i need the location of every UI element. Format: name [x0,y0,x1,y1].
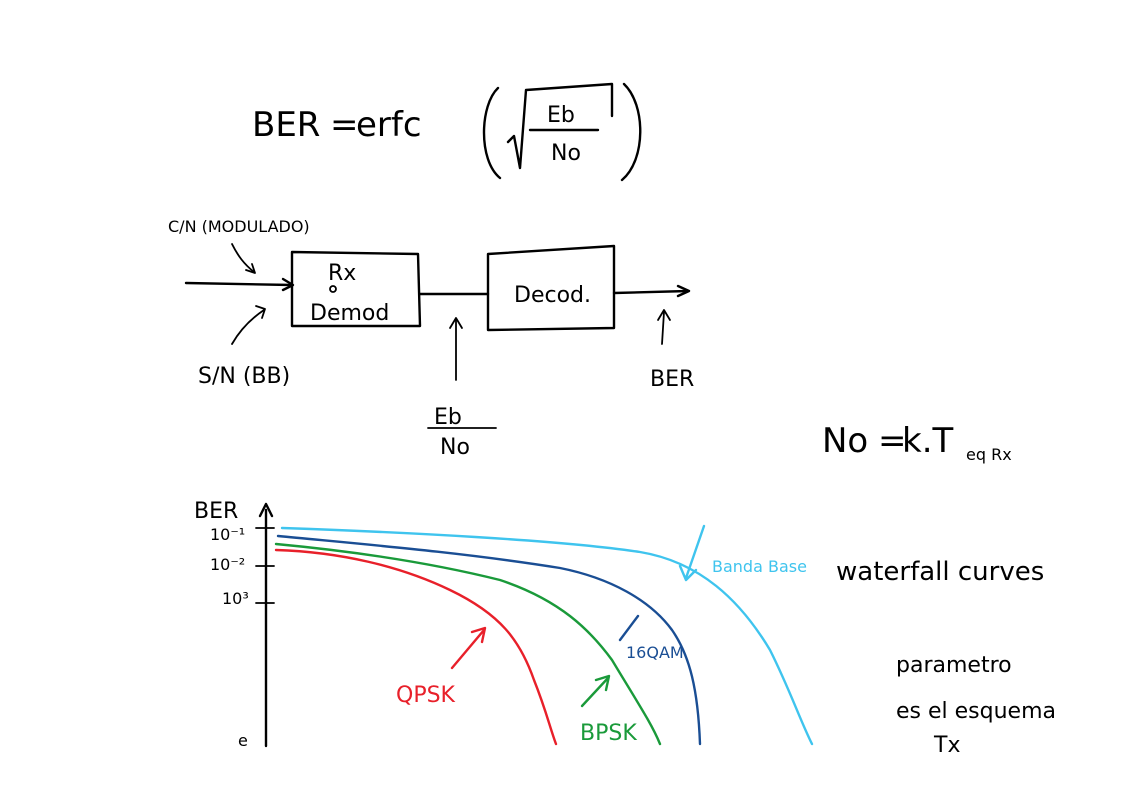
qpsk-pointer-arrowhead [470,626,487,644]
ebno-arrowhead [449,317,463,329]
y-origin-mark: e [238,731,248,750]
series-label-qpsk: QPSK [396,683,456,708]
input-bottom-label: S/N (BB) [198,364,290,389]
y-axis-label: BER [194,499,238,524]
block-diagram: C/N (MODULADO) S/N (BB) Rx Demod Eb No D… [168,217,694,460]
16qam-pointer-arrow [618,614,640,642]
sqrt-sign [506,82,614,170]
parametro-line2: es el esquema [896,699,1056,724]
series-label-16qam: 16QAM [626,643,684,662]
demod-box [290,250,422,328]
series-line-16qam [276,534,702,746]
ber-formula: BER = erfc Eb No [252,82,642,182]
demod-dot [329,285,337,293]
formula-equals: = [330,105,359,145]
qpsk-pointer-arrow [450,628,486,670]
series-line-bpsk [274,542,662,746]
bpsk-pointer-arrowhead [594,674,611,692]
noise-formula: No = k.T eq Rx [822,421,1012,464]
y-tick-label-1: 10⁻² [210,555,245,574]
ebno-denominator: No [440,435,470,460]
banda-base-pointer-arrow [684,524,706,580]
formula-func: erfc [356,105,422,145]
bpsk-pointer-arrow [580,676,610,708]
parametro-line1: parametro [896,653,1012,678]
decoder-label: Decod. [514,283,591,308]
formula-open-paren [482,86,502,180]
output-arrowhead [676,284,691,298]
formula-close-paren [620,82,642,182]
input-top-arrowhead [245,263,256,274]
ebno-numerator: Eb [434,405,462,430]
ber-chart: BER 10⁻¹ 10⁻² 10³ e QPSK BPSK 16QAM Band… [194,499,814,750]
demod-line1: Rx [328,261,356,286]
output-label: BER [650,367,694,392]
decoder-box [486,244,616,332]
series-line-banda-base [280,526,814,746]
series-line-qpsk [274,548,558,746]
input-top-arrow [231,243,255,273]
demod-line2: Demod [310,301,389,326]
output-line [612,289,690,295]
output-ber-arrow [661,311,665,345]
banda-base-pointer-arrowhead [678,564,698,582]
formula-numerator: Eb [547,103,575,128]
noise-lhs: No [822,421,868,461]
y-tick-label-2: 10³ [222,589,249,608]
input-bottom-arrowhead [255,305,266,319]
y-tick-label-0: 10⁻¹ [210,525,245,544]
parametro-line3: Tx [933,733,960,758]
series-label-bpsk: BPSK [580,721,637,746]
input-line [184,281,294,287]
input-bottom-arrow [231,309,265,345]
input-top-label: C/N (MODULADO) [168,217,310,236]
noise-equals: = [878,421,907,461]
noise-subscript: eq Rx [966,445,1012,464]
formula-denominator: No [551,141,581,166]
noise-rhs: k.T [902,421,953,461]
y-axis-arrowhead [258,502,274,518]
notes: waterfall curves parametro es el esquema… [836,557,1056,758]
waterfall-note: waterfall curves [836,557,1044,587]
output-ber-arrowhead [657,309,671,321]
formula-lhs: BER [252,105,320,145]
series-label-banda-base: Banda Base [712,557,807,576]
